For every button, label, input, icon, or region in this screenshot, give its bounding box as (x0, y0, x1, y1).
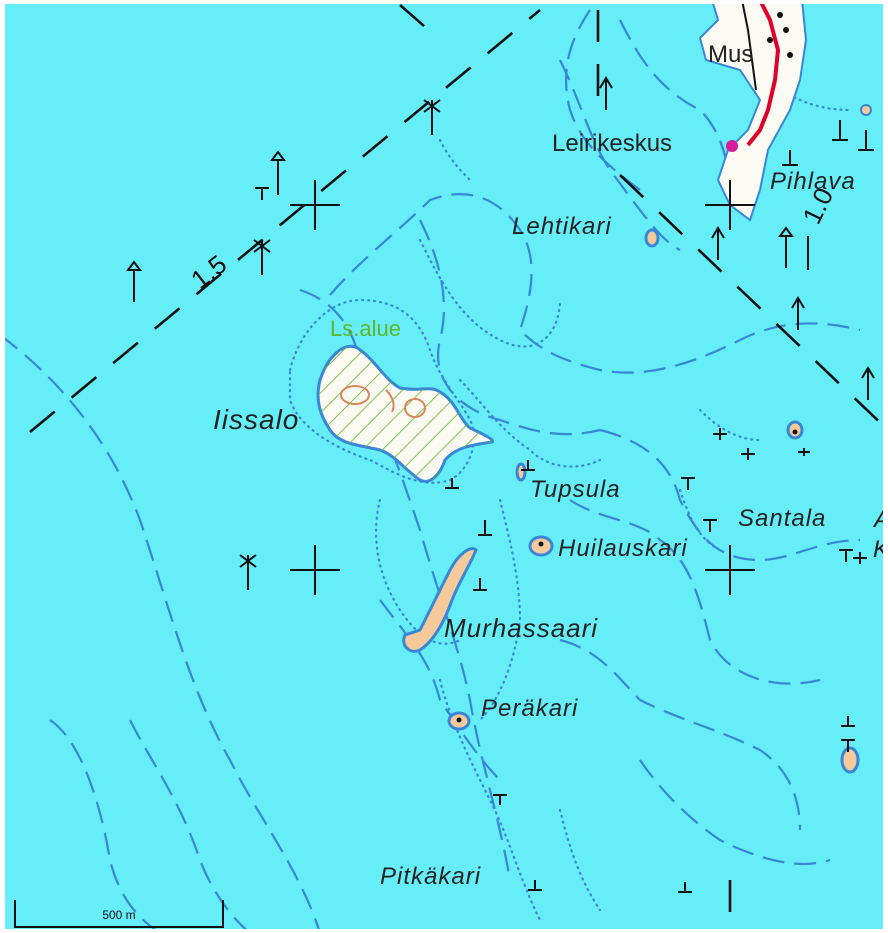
label-santala-k: K (873, 536, 888, 563)
anchor-t-icon (255, 120, 874, 893)
camp-symbol (726, 140, 738, 152)
grid-cross (705, 545, 755, 595)
navigation-marks (126, 76, 875, 893)
scale-label: 500 m (102, 908, 136, 922)
road (746, 0, 781, 147)
land-iissalo (316, 344, 495, 483)
beacon-icon (126, 150, 809, 302)
label-mus: Mus (708, 41, 753, 68)
label-santala: Santala (738, 505, 826, 532)
label-ls-alue: Ls.alue (330, 316, 401, 341)
grid-cross (290, 545, 340, 595)
scale-line (14, 926, 224, 928)
grid-cross (290, 180, 340, 230)
scale-tick-left (14, 900, 16, 928)
label-tupsula: Tupsula (530, 476, 621, 503)
label-murhassaari: Murhassaari (444, 613, 598, 643)
small-islands (402, 104, 872, 774)
label-pitkakari: Pitkäkari (380, 863, 481, 890)
label-perakari: Peräkari (481, 695, 578, 722)
scale-tick-right (222, 900, 224, 928)
map-labels: Mus Leirikeskus Pihlava Lehtikari Ls.alu… (185, 41, 888, 890)
building (767, 37, 773, 43)
label-huilauskari: Huilauskari (558, 535, 688, 562)
depth-contours (0, 9, 861, 933)
building (787, 52, 793, 58)
label-pihlava: Pihlava (770, 168, 856, 195)
arrow-up-icon (599, 76, 875, 400)
scale-bar: 500 m (14, 900, 224, 930)
label-iissalo: Iissalo (213, 404, 299, 435)
label-leirikeskus: Leirikeskus (552, 130, 672, 157)
grid-cross (705, 180, 755, 230)
dotted-contours (288, 78, 852, 922)
land-mus (672, 0, 808, 222)
road-edge (741, 0, 757, 91)
building (777, 12, 783, 18)
building (783, 27, 789, 33)
label-santala-a: A (872, 506, 888, 533)
fairway-lines (29, 4, 888, 933)
light-icon (239, 99, 441, 590)
label-lehtikari: Lehtikari (512, 213, 612, 240)
